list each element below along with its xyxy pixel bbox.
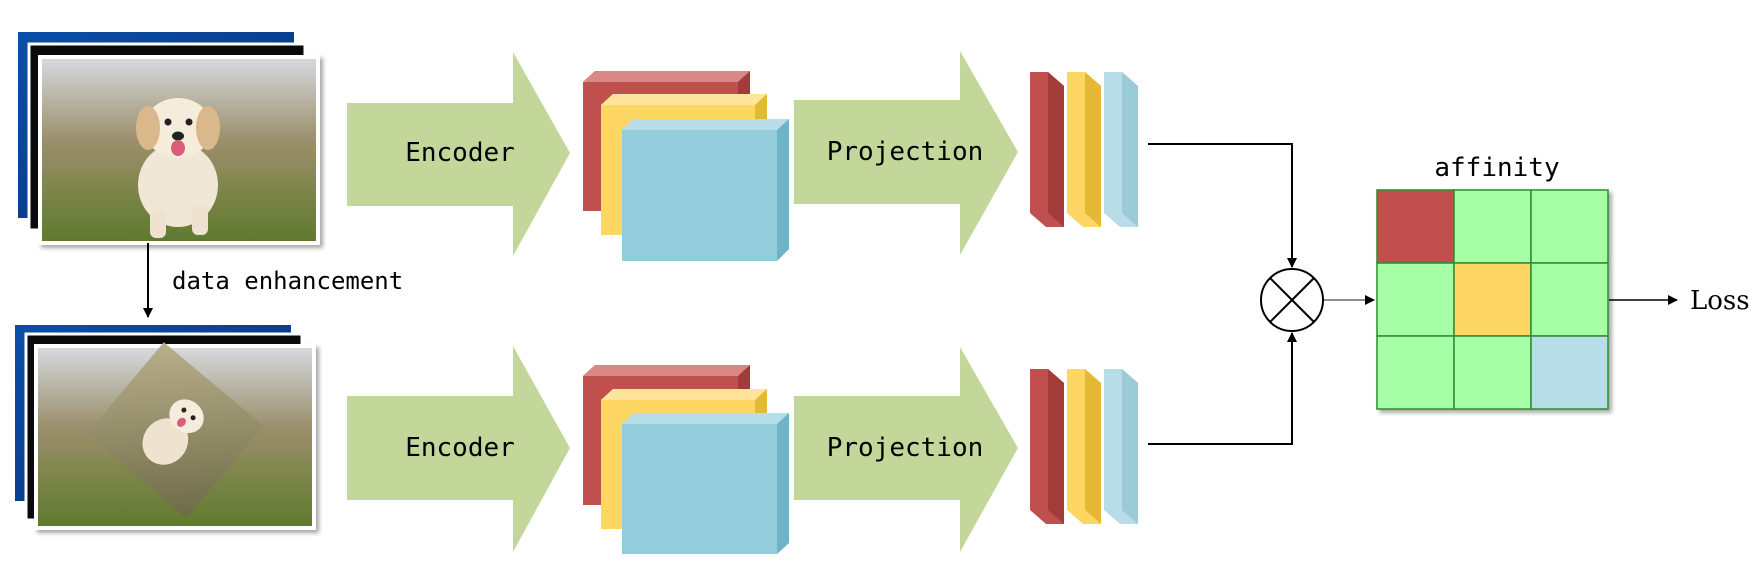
encoder-arrow-bottom: Encoder xyxy=(347,346,570,552)
rotated-dog-photo-icon xyxy=(34,342,316,530)
projection-arrow-top: Projection xyxy=(794,51,1018,255)
augmented-image-stack xyxy=(15,325,316,530)
dog-photo-icon xyxy=(38,55,320,245)
affinity-label: affinity xyxy=(1434,153,1559,183)
affinity-cell-3-3 xyxy=(1530,335,1609,410)
affinity-cell-2-3 xyxy=(1530,262,1609,337)
original-image-stack xyxy=(18,32,320,245)
affinity-cell-2-1 xyxy=(1376,262,1455,337)
data-enhancement-label: data enhancement xyxy=(172,267,403,295)
embedding-bars-bottom xyxy=(1030,369,1138,524)
feature-maps-top xyxy=(583,71,789,261)
circle-times-icon xyxy=(1260,268,1324,332)
encoder-label-bottom: Encoder xyxy=(405,433,515,463)
affinity-cell-1-2 xyxy=(1453,189,1532,264)
encoder-arrow-top: Encoder xyxy=(347,52,570,256)
affinity-cell-1-3 xyxy=(1530,189,1609,264)
projection-label-bottom: Projection xyxy=(827,433,984,463)
affinity-cell-2-2 xyxy=(1453,262,1532,337)
projection-arrow-bottom: Projection xyxy=(794,347,1018,552)
encoder-label-top: Encoder xyxy=(405,138,515,168)
affinity-cell-3-2 xyxy=(1453,335,1532,410)
bottom-connector-line xyxy=(1148,332,1297,445)
feature-maps-bottom xyxy=(583,365,789,554)
affinity-cell-1-1 xyxy=(1376,189,1455,264)
projection-label-top: Projection xyxy=(827,137,984,167)
affinity-matrix xyxy=(1376,189,1609,410)
top-connector-line xyxy=(1148,143,1297,268)
embedding-bars-top xyxy=(1030,72,1138,227)
loss-label: Loss xyxy=(1690,286,1750,316)
affinity-cell-3-1 xyxy=(1376,335,1455,410)
